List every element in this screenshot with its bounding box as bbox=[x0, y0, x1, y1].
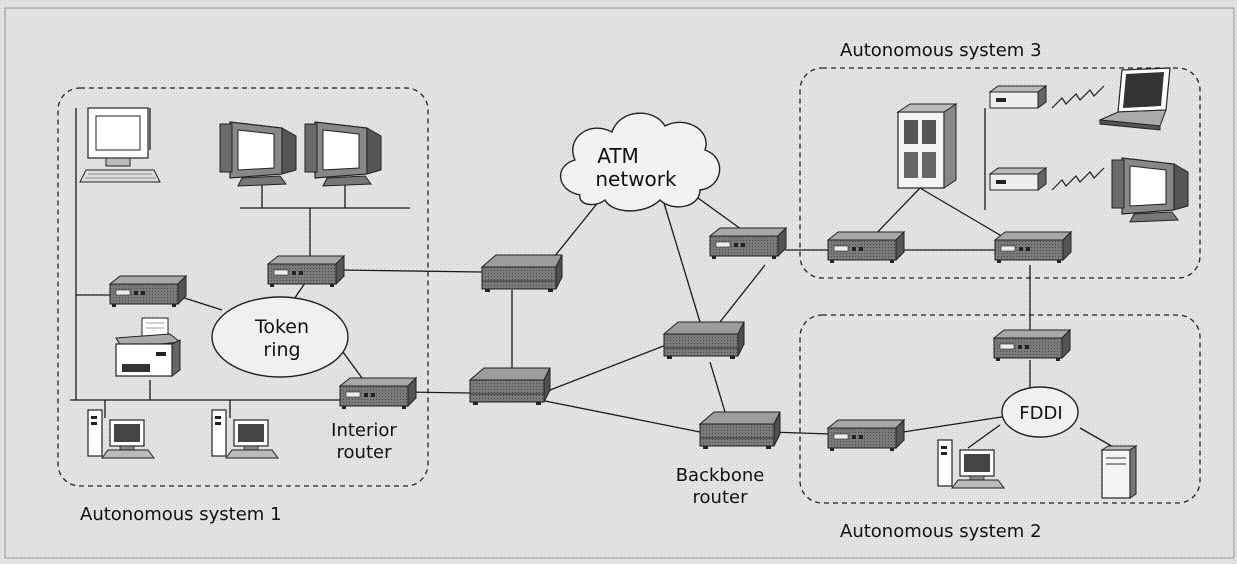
as2-server-tower bbox=[1100, 445, 1138, 499]
as3-router-right bbox=[994, 231, 1072, 264]
atm-label-line2: network bbox=[595, 167, 677, 191]
as1-router-top bbox=[267, 255, 345, 288]
backbone-router-center bbox=[663, 321, 745, 360]
fddi-ring bbox=[1001, 386, 1079, 438]
figure-border bbox=[4, 7, 1235, 559]
as1-router-left bbox=[109, 275, 187, 308]
as3-laptop bbox=[1098, 67, 1171, 131]
as2-label: Autonomous system 2 bbox=[840, 521, 1042, 542]
backbone-router-label-line2: router bbox=[693, 487, 749, 508]
interior-router-label-line1: Interior bbox=[331, 420, 397, 441]
backbone-router bbox=[699, 411, 781, 450]
as2-router-left bbox=[827, 419, 905, 452]
fddi-label: FDDI bbox=[1019, 403, 1062, 424]
atm-cloud bbox=[559, 112, 721, 212]
backbone-router-top bbox=[481, 254, 563, 293]
printer bbox=[115, 317, 182, 377]
as3-server bbox=[896, 103, 958, 189]
backbone-router-label-line1: Backbone bbox=[676, 465, 765, 486]
as1-boundary bbox=[57, 87, 429, 487]
as3-modem-2 bbox=[988, 167, 1048, 191]
as2-router-top bbox=[993, 329, 1071, 362]
token-ring-label-line2: ring bbox=[263, 339, 300, 361]
backbone-router-right bbox=[709, 227, 787, 260]
atm-label-line1: ATM bbox=[597, 144, 639, 168]
as3-modem-1 bbox=[988, 85, 1048, 109]
as2-boundary bbox=[799, 314, 1201, 504]
as3-router-left bbox=[827, 231, 905, 264]
interior-router-label-line2: router bbox=[337, 442, 393, 463]
wireless-link-1 bbox=[1051, 85, 1105, 109]
wireless-link-2 bbox=[1051, 167, 1105, 191]
interior-router bbox=[339, 377, 417, 410]
as1-pc-topleft bbox=[79, 107, 161, 183]
as3-boundary bbox=[799, 67, 1201, 279]
backbone-router-left bbox=[469, 367, 551, 406]
token-ring-label-line1: Token bbox=[254, 316, 309, 338]
token-ring bbox=[211, 296, 349, 378]
as1-label: Autonomous system 1 bbox=[80, 504, 282, 525]
as3-label: Autonomous system 3 bbox=[840, 40, 1042, 61]
